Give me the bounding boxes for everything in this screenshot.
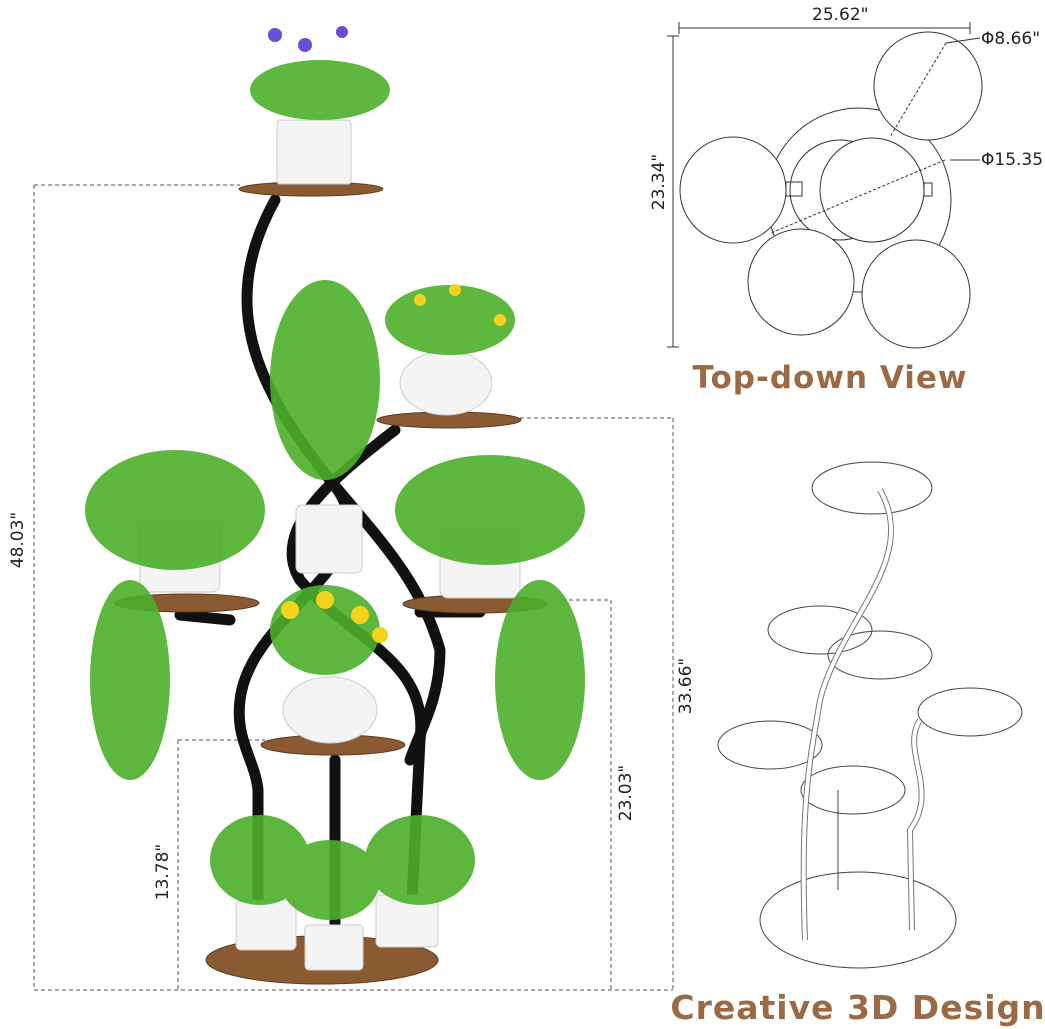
tier3-height-label: 23.03" (616, 764, 636, 822)
top-down-diagram (667, 22, 983, 349)
3d-design-sketch (717, 461, 1023, 969)
top-down-view-title: Top-down View (692, 360, 968, 396)
plant-stand (85, 26, 585, 985)
small-diameter-label: Φ8.66" (981, 29, 1041, 49)
large-diameter-label: Φ15.35 (981, 150, 1044, 170)
tier4-height-label: 13.78" (153, 843, 173, 901)
creative-3d-design-title: Creative 3D Design (670, 988, 1045, 1027)
total-height-label: 48.03" (8, 511, 28, 569)
tier2-height-label: 33.66" (676, 657, 696, 715)
depth-label: 23.34" (649, 153, 669, 211)
width-label: 25.62" (812, 5, 869, 25)
